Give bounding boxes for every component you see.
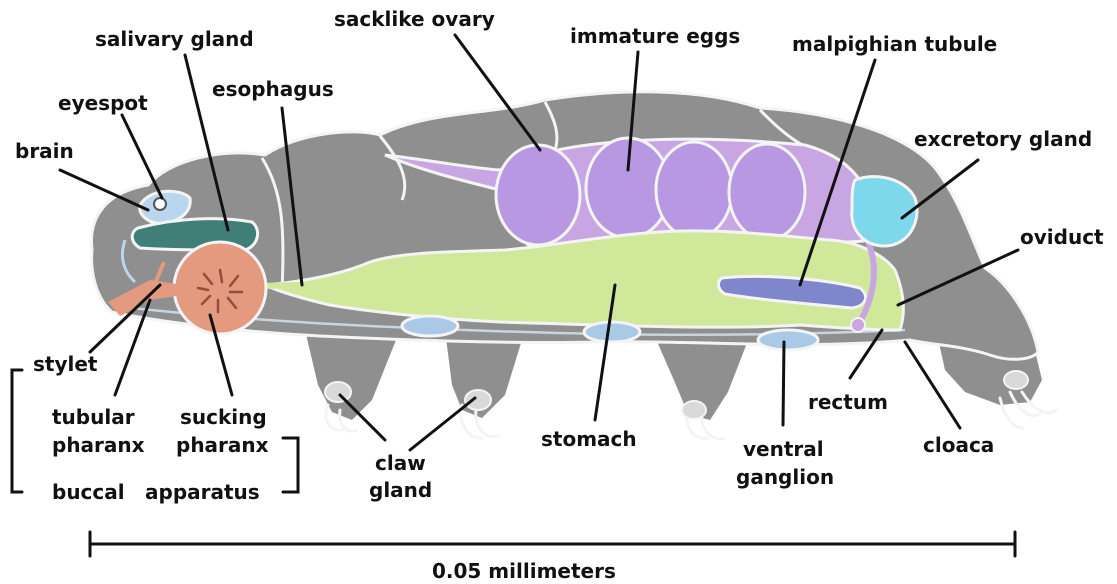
label-immature-eggs: immature eggs xyxy=(570,24,740,48)
scale-bar xyxy=(90,532,1015,556)
label-excretory-gland: excretory gland xyxy=(914,127,1092,151)
label-ventral-ganglion-1: ventral xyxy=(743,437,824,461)
label-stylet: stylet xyxy=(33,352,98,376)
label-sucking-pharanx-1: sucking xyxy=(180,405,267,429)
claw-gland-1 xyxy=(325,382,351,402)
label-sucking-pharanx-2: pharanx xyxy=(176,433,269,457)
label-stomach: stomach xyxy=(541,427,637,451)
label-salivary-gland: salivary gland xyxy=(95,27,254,51)
label-rectum: rectum xyxy=(808,390,888,414)
label-brain: brain xyxy=(15,139,74,163)
label-malpighian-tubule: malpighian tubule xyxy=(792,32,997,56)
label-esophagus: esophagus xyxy=(212,77,334,101)
label-oviduct: oviduct xyxy=(1020,225,1104,249)
label-tubular-pharanx-2: pharanx xyxy=(52,433,145,457)
claw-gland-2 xyxy=(465,390,491,410)
label-buccal: buccal xyxy=(52,480,125,504)
label-sacklike-ovary: sacklike ovary xyxy=(334,7,495,31)
label-cloaca: cloaca xyxy=(923,433,994,457)
label-tubular-pharanx-1: tubular xyxy=(52,405,135,429)
claw-gland-4 xyxy=(1004,371,1028,389)
immature-eggs xyxy=(496,138,805,245)
label-claw-gland-2: gland xyxy=(369,478,432,502)
label-scale: 0.05 millimeters xyxy=(432,559,616,583)
label-eyespot: eyespot xyxy=(58,91,148,115)
claw-gland-3 xyxy=(682,401,706,419)
label-claw-gland-1: claw xyxy=(375,451,426,475)
esophagus-tube xyxy=(262,285,300,286)
duct-end xyxy=(851,318,865,332)
egg-1 xyxy=(496,145,580,245)
ventral-ganglion-3 xyxy=(758,330,818,350)
ventral-ganglion-2 xyxy=(584,322,640,342)
ventral-ganglion-1 xyxy=(402,316,458,336)
excretory-gland-organ xyxy=(852,177,917,246)
sucking-pharanx-organ xyxy=(174,242,266,334)
egg-3 xyxy=(656,142,732,238)
egg-4 xyxy=(729,144,805,240)
eyespot-organ xyxy=(154,198,166,210)
label-ventral-ganglion-2: ganglion xyxy=(736,465,834,489)
buccal-brackets xyxy=(12,370,298,492)
label-apparatus: apparatus xyxy=(145,480,260,504)
